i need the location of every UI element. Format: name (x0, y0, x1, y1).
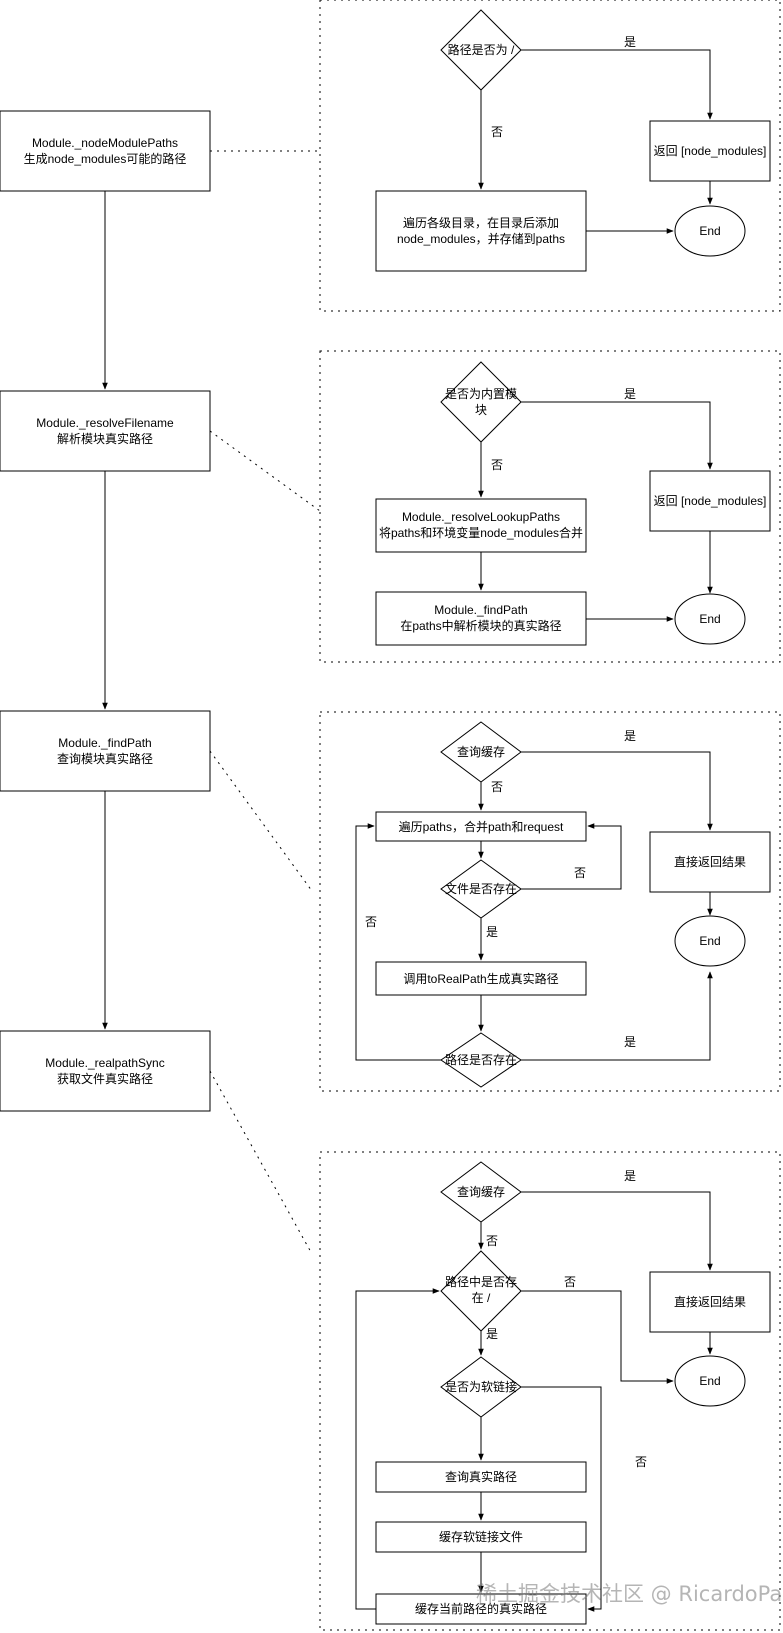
p3-end: End (674, 915, 746, 967)
left-box-realpathsync: Module._realpathSync 获取文件真实路径 (0, 1030, 211, 1112)
p1-return-box: 返回 [node_modules] (649, 120, 771, 182)
p4-decision-is-symlink: 是否为软链接 (440, 1356, 522, 1418)
p1-no-label: 否 (491, 125, 503, 139)
left-box-2-line1: Module._resolveFilename (36, 416, 174, 430)
p1-yes-label: 是 (624, 35, 636, 49)
p1-process-box: 遍历各级目录，在目录后添加 node_modules，并存储到paths (375, 190, 587, 272)
p4-yes-label: 是 (624, 1169, 636, 1183)
p3-end-label: End (699, 934, 720, 948)
p3-return-label: 直接返回结果 (674, 854, 746, 869)
p2-box2-line2: 在paths中解析模块的真实路径 (400, 618, 561, 633)
p3-decision-cache-label: 查询缓存 (457, 745, 505, 759)
p3-path-yes-label: 是 (624, 1035, 636, 1049)
p4-return-label: 直接返回结果 (674, 1294, 746, 1309)
p4-decision2-line1: 路径中是否存 (445, 1274, 517, 1289)
watermark: 稀土掘金技术社区 @ RicardoPang (476, 1582, 783, 1606)
p4-symlink-no-label: 否 (635, 1455, 647, 1469)
left-box-2-line2: 解析模块真实路径 (57, 431, 153, 446)
panel-realpathsync: 查询缓存 是 否 路径中是否存 在 / 否 是 是否为软链接 否 查询真实路径 … (319, 1151, 781, 1631)
p2-return-label: 返回 [node_modules] (654, 494, 767, 508)
p3-decision-path-exists-label: 路径是否存在 (445, 1052, 517, 1067)
p4-decision2-line2: 在 / (472, 1291, 491, 1305)
p2-box2-line1: Module._findPath (434, 603, 527, 617)
p2-findpath-box: Module._findPath 在paths中解析模块的真实路径 (375, 591, 587, 646)
left-box-resolvefilename: Module._resolveFilename 解析模块真实路径 (0, 390, 211, 472)
decision-is-builtin-line2: 块 (475, 403, 487, 417)
p3-loop-label: 遍历paths，合并path和request (399, 819, 564, 834)
p4-symlink-no-arrow (521, 1386, 602, 1612)
p3-loop-box: 遍历paths，合并path和request (375, 811, 587, 842)
p1-end-label: End (699, 224, 720, 238)
left-box-1-line2: 生成node_modules可能的路径 (24, 151, 187, 166)
p2-lookuppaths-box: Module._resolveLookupPaths 将paths和环境变量no… (375, 498, 587, 553)
left-box-3-line1: Module._findPath (58, 736, 151, 750)
p4-decision-path-has-root: 路径中是否存 在 / (440, 1250, 522, 1332)
panel-resolvefilename: 是否为内置模 块 是 否 返回 [node_modules] Module._r… (319, 350, 781, 663)
p3-path-yes-arrow (521, 971, 713, 1061)
left-box-4-line2: 获取文件真实路径 (57, 1071, 153, 1086)
left-box-findpath: Module._findPath 查询模块真实路径 (0, 710, 211, 792)
p4-decision-cache: 查询缓存 (440, 1161, 522, 1223)
decision-is-builtin: 是否为内置模 块 (440, 361, 522, 443)
p2-yes-arrow (521, 401, 713, 470)
p4-box-cache-symlink: 缓存软链接文件 (375, 1521, 587, 1553)
dotted-connector-3 (209, 750, 313, 892)
p2-box1-line1: Module._resolveLookupPaths (402, 510, 560, 524)
p4-end-label: End (699, 1374, 720, 1388)
p1-process-line2: node_modules，并存储到paths (397, 231, 565, 246)
dotted-connector-4 (209, 1070, 313, 1255)
left-box-nodemodulepaths: Module._nodeModulePaths 生成node_modules可能… (0, 110, 211, 192)
p2-end-label: End (699, 612, 720, 626)
p3-decision-cache: 查询缓存 (440, 721, 522, 783)
decision-is-builtin-line1: 是否为内置模 (445, 387, 517, 401)
p3-realpath-label: 调用toRealPath生成真实路径 (403, 971, 558, 986)
p4-path-no-arrow (521, 1290, 674, 1384)
p2-yes-label: 是 (624, 387, 636, 401)
p4-box-query-realpath: 查询真实路径 (375, 1461, 587, 1493)
p3-yes-arrow (521, 751, 713, 831)
p4-box2-label: 缓存软链接文件 (439, 1529, 523, 1544)
left-box-1-line1: Module._nodeModulePaths (32, 136, 178, 150)
p3-decision-path-exists: 路径是否存在 (440, 1032, 522, 1088)
p1-return-label: 返回 [node_modules] (654, 144, 767, 158)
p4-decision3-label: 是否为软链接 (445, 1379, 517, 1394)
p3-file-no-label: 否 (574, 866, 586, 880)
p3-decision-file-exists-label: 文件是否存在 (445, 881, 517, 896)
p4-loop-back-arrow (355, 1288, 440, 1610)
panel-findpath: 查询缓存 是 否 遍历paths，合并path和request 文件是否存在 否… (319, 711, 781, 1092)
p1-yes-arrow (521, 49, 713, 120)
left-box-4-line1: Module._realpathSync (45, 1056, 164, 1070)
p2-end: End (674, 593, 746, 645)
p4-end: End (674, 1355, 746, 1407)
p3-realpath-box: 调用toRealPath生成真实路径 (375, 961, 587, 996)
p3-path-no-loop-arrow (355, 823, 441, 1061)
p3-return-box: 直接返回结果 (649, 831, 771, 893)
p4-return-box: 直接返回结果 (649, 1271, 771, 1333)
p3-decision-file-exists: 文件是否存在 (440, 859, 522, 919)
p1-process-line1: 遍历各级目录，在目录后添加 (403, 215, 559, 230)
decision-path-is-root-label: 路径是否为 / (448, 42, 515, 57)
p2-return-box: 返回 [node_modules] (649, 470, 771, 532)
panel-nodemodulepaths: 路径是否为 / 是 否 返回 [node_modules] 遍历各级目录，在目录… (319, 0, 781, 312)
p4-path-yes-label: 是 (486, 1327, 498, 1341)
p3-path-no-label: 否 (365, 915, 377, 929)
p4-path-no-label: 否 (564, 1275, 576, 1289)
p3-file-no-loop-arrow (521, 823, 622, 890)
p4-box3-label: 缓存当前路径的真实路径 (415, 1601, 547, 1616)
p2-box1-line2: 将paths和环境变量node_modules合并 (379, 525, 583, 540)
p4-decision-cache-label: 查询缓存 (457, 1185, 505, 1199)
p3-yes-label: 是 (624, 729, 636, 743)
p4-no-label: 否 (486, 1234, 498, 1248)
decision-path-is-root: 路径是否为 / (440, 9, 522, 91)
left-box-3-line2: 查询模块真实路径 (57, 751, 153, 766)
p3-file-yes-label: 是 (486, 925, 498, 939)
p3-no-label: 否 (491, 780, 503, 794)
p4-box1-label: 查询真实路径 (445, 1469, 517, 1484)
p1-end: End (674, 205, 746, 257)
p4-box-cache-current-realpath: 缓存当前路径的真实路径 (375, 1593, 587, 1625)
p2-no-label: 否 (491, 458, 503, 472)
p4-yes-arrow (521, 1191, 713, 1271)
dotted-connector-2 (209, 430, 321, 512)
